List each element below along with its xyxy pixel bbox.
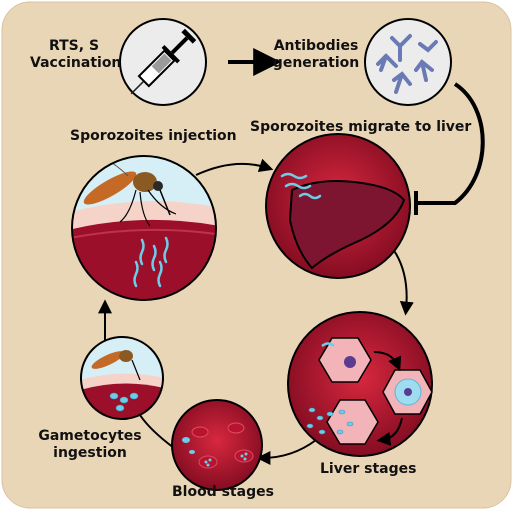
liver-migration-illustration (265, 133, 411, 279)
liver-stages-label: Liver stages (320, 461, 417, 477)
blood-stages-label: Blood stages (172, 484, 274, 500)
antibody-icon (364, 18, 452, 106)
red-blood-cell-icon (191, 422, 254, 469)
liver-stages-illustration (287, 311, 433, 457)
gametocytes-ingestion-illustration (80, 336, 164, 420)
antibodies-label-line1: Antibodies (273, 38, 359, 54)
sporozoite-icons (133, 236, 169, 288)
gametocytes-label: Gametocytes ingestion (30, 428, 150, 462)
blood-stages-illustration (171, 399, 263, 491)
liver-icon (288, 180, 406, 270)
sporozoites-injection-label: Sporozoites injection (70, 128, 237, 144)
antibodies-label-line2: generation (272, 55, 360, 71)
inhibition-connector (416, 82, 485, 205)
mosquito-icon (83, 156, 177, 227)
syringe-icon (119, 18, 207, 106)
gametocytes-label-line1: Gametocytes (38, 428, 142, 444)
vaccination-label-line1: RTS, S (48, 38, 100, 54)
antibodies-label: Antibodies generation (268, 38, 364, 72)
vaccination-label: RTS, S Vaccination (30, 38, 122, 72)
sporozoites-migrate-label: Sporozoites migrate to liver (250, 119, 472, 135)
gametocytes-label-line2: ingestion (53, 445, 127, 461)
vaccination-label-line2: Vaccination (30, 55, 122, 71)
